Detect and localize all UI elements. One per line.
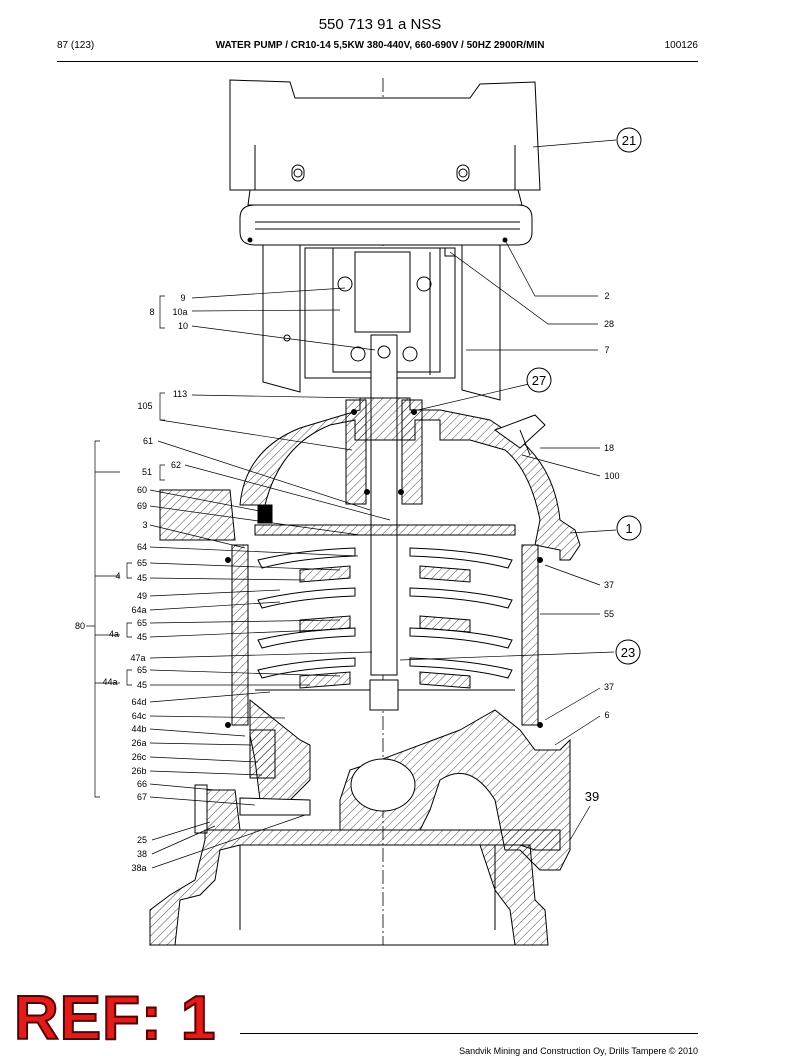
label-28: 28 bbox=[604, 319, 614, 329]
drawing-code: 100126 bbox=[664, 40, 698, 51]
label-64c: 64c bbox=[132, 711, 147, 721]
label-18: 18 bbox=[604, 443, 614, 453]
label-8: 8 bbox=[149, 307, 154, 317]
label-60: 60 bbox=[137, 485, 147, 495]
document-title: 550 713 91 a NSS bbox=[318, 16, 442, 33]
header-rule bbox=[57, 61, 698, 62]
label-64a: 64a bbox=[131, 605, 146, 615]
ref-stamp: REF: 1 bbox=[13, 984, 217, 1053]
callout-21: 21 bbox=[622, 133, 636, 148]
callout-27: 27 bbox=[532, 373, 546, 388]
label-80: 80 bbox=[75, 621, 85, 631]
label-65-a: 65 bbox=[137, 558, 147, 568]
footer-rule bbox=[240, 1033, 698, 1034]
label-10a: 10a bbox=[172, 307, 187, 317]
label-6: 6 bbox=[604, 710, 609, 720]
label-44b: 44b bbox=[131, 724, 146, 734]
label-69: 69 bbox=[137, 501, 147, 511]
label-66: 66 bbox=[137, 779, 147, 789]
label-7: 7 bbox=[604, 345, 609, 355]
label-65-c: 65 bbox=[137, 665, 147, 675]
callout-bubbles bbox=[526, 127, 642, 665]
label-38a: 38a bbox=[131, 863, 146, 873]
label-4: 4 bbox=[115, 571, 120, 581]
label-55: 55 bbox=[604, 609, 614, 619]
label-25: 25 bbox=[137, 835, 147, 845]
label-39: 39 bbox=[585, 789, 599, 804]
label-67: 67 bbox=[137, 792, 147, 802]
footer-copyright: Sandvik Mining and Construction Oy, Dril… bbox=[459, 1046, 698, 1056]
label-10: 10 bbox=[178, 321, 188, 331]
label-100: 100 bbox=[604, 471, 619, 481]
label-38: 38 bbox=[137, 849, 147, 859]
label-51: 51 bbox=[142, 467, 152, 477]
label-4a: 4a bbox=[109, 629, 119, 639]
leader-lines bbox=[86, 139, 617, 869]
label-113: 113 bbox=[173, 389, 187, 399]
label-44a: 44a bbox=[102, 677, 117, 687]
label-2: 2 bbox=[604, 291, 609, 301]
page-number: 87 (123) bbox=[57, 40, 95, 51]
label-37-b: 37 bbox=[604, 682, 614, 692]
label-65-b: 65 bbox=[137, 618, 147, 628]
label-105: 105 bbox=[137, 401, 152, 411]
label-26c: 26c bbox=[132, 752, 147, 762]
callout-1: 1 bbox=[625, 521, 632, 536]
label-9: 9 bbox=[180, 293, 185, 303]
label-49: 49 bbox=[137, 591, 147, 601]
pump-artwork bbox=[149, 78, 581, 946]
label-45-a: 45 bbox=[137, 573, 147, 583]
drawing-title: WATER PUMP / CR10-14 5,5KW 380-440V, 660… bbox=[215, 40, 545, 51]
label-45-c: 45 bbox=[137, 680, 147, 690]
label-47a: 47a bbox=[130, 653, 145, 663]
label-3: 3 bbox=[142, 520, 147, 530]
label-37-a: 37 bbox=[604, 580, 614, 590]
label-64: 64 bbox=[137, 542, 147, 552]
callout-23: 23 bbox=[621, 645, 635, 660]
label-61: 61 bbox=[143, 436, 153, 446]
label-26b: 26b bbox=[131, 766, 146, 776]
label-64d: 64d bbox=[131, 697, 146, 707]
label-45-b: 45 bbox=[137, 632, 147, 642]
label-62: 62 bbox=[171, 460, 181, 470]
label-26a: 26a bbox=[131, 738, 146, 748]
